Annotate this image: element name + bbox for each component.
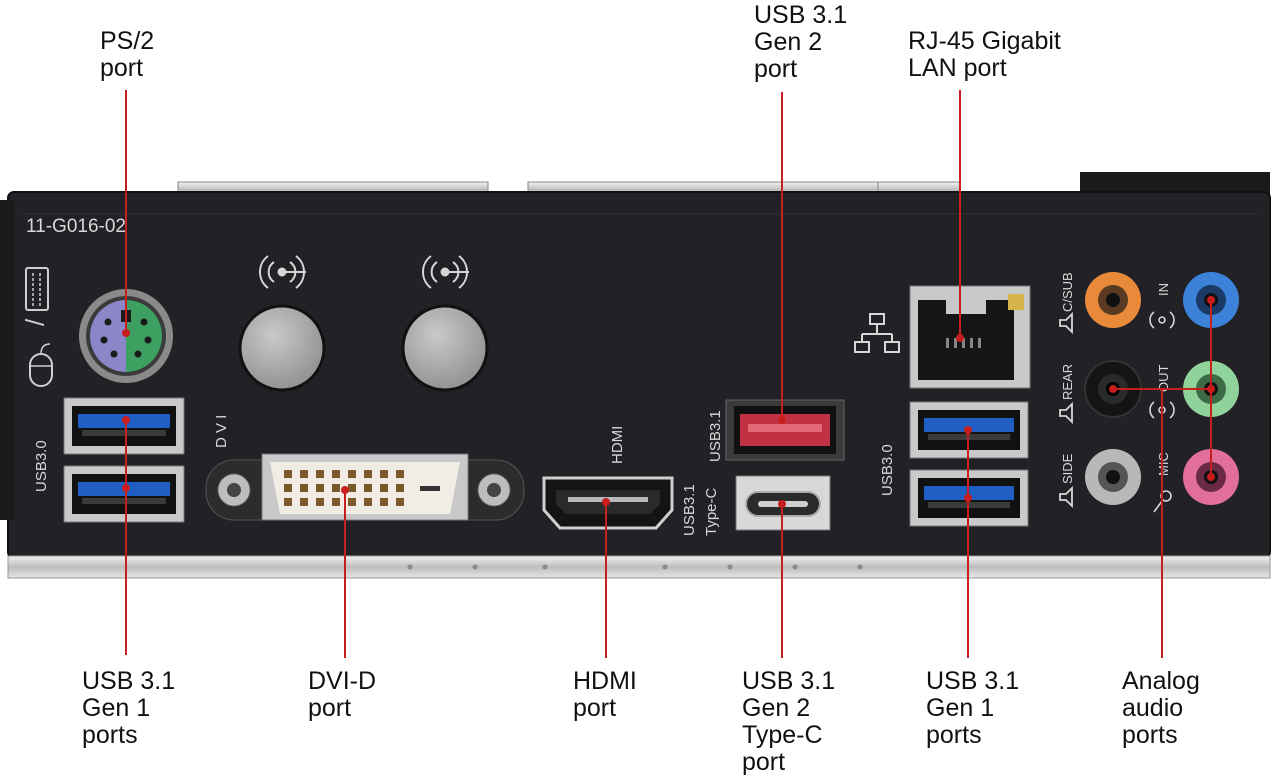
keyboard-icon xyxy=(25,267,49,311)
dvi-pin xyxy=(396,470,404,478)
csub-label: C/SUB xyxy=(1060,272,1075,312)
callout-line: USB 3.1 xyxy=(82,667,176,695)
dvi-pin xyxy=(316,498,324,506)
callout-line: HDMI xyxy=(573,667,637,695)
callout-rj45: RJ-45 Gigabit LAN port xyxy=(908,28,1061,82)
usb31-panel-label: USB3.1 xyxy=(707,410,724,462)
network-icon xyxy=(854,313,900,353)
bottom-rail xyxy=(7,555,1271,579)
antenna-connector-2 xyxy=(401,304,489,392)
typec-panel-label-line2: Type-C xyxy=(703,487,720,536)
dvi-pin xyxy=(332,498,340,506)
callout-usb31-gen2-typec: USB 3.1 Gen 2 Type-C port xyxy=(742,668,835,776)
dvi-pin xyxy=(380,470,388,478)
speaker-icon xyxy=(1059,311,1073,509)
callout-endpoints xyxy=(122,296,1215,508)
rear-label: REAR xyxy=(1060,364,1075,400)
usb30-left-top-port xyxy=(63,397,185,455)
dvi-pin xyxy=(332,484,340,492)
typec-panel-label-line1: USB3.1 xyxy=(681,484,698,536)
rj45-lan-port xyxy=(909,285,1031,389)
dvi-pin xyxy=(364,470,372,478)
callout-line: Gen 1 xyxy=(926,694,995,722)
dvi-pin xyxy=(316,470,324,478)
dvi-d-port xyxy=(205,453,525,521)
audio-jack-csub xyxy=(1085,272,1141,328)
mouse-icon xyxy=(29,343,53,387)
wifi-antenna-icon xyxy=(422,255,469,289)
usb30-left-label: USB3.0 xyxy=(33,440,50,492)
callout-line: Analog xyxy=(1122,667,1200,695)
dvi-pin xyxy=(396,484,404,492)
callout-ps2: PS/2 port xyxy=(100,28,154,82)
usb30-left-bottom-port xyxy=(63,465,185,523)
callout-line: USB 3.1 xyxy=(742,667,836,695)
dvi-pin xyxy=(364,484,372,492)
callout-line: ports xyxy=(82,721,138,749)
callout-line: ports xyxy=(926,721,982,749)
mic-label: MIC xyxy=(1156,452,1171,476)
usb31-gen2-port xyxy=(725,399,845,461)
callout-line: USB 3.1 xyxy=(754,1,848,29)
callout-line: port xyxy=(100,54,144,82)
callout-line: PS/2 xyxy=(100,27,155,55)
antenna-connector-1 xyxy=(238,304,326,392)
callout-line: port xyxy=(742,748,786,776)
dvi-pin xyxy=(300,498,308,506)
side-label: SIDE xyxy=(1060,453,1075,484)
callout-line: DVI-D xyxy=(308,667,377,695)
dvi-pin xyxy=(284,498,292,506)
dvi-pin xyxy=(380,484,388,492)
callout-line: Gen 1 xyxy=(82,694,151,722)
dvi-pin xyxy=(284,484,292,492)
callout-line: Gen 2 xyxy=(742,694,811,722)
callout-line: port xyxy=(754,55,798,83)
callout-line: audio xyxy=(1122,694,1184,722)
part-number: 11-G016-02 xyxy=(26,216,126,237)
dvi-pin xyxy=(284,470,292,478)
callout-line: LAN port xyxy=(908,54,1007,82)
usb30-right-label: USB3.0 xyxy=(879,444,896,496)
callout-line: port xyxy=(308,694,352,722)
callout-line: Gen 2 xyxy=(754,28,823,56)
callout-line: Type-C xyxy=(742,721,823,749)
dvi-pin xyxy=(348,484,356,492)
dvi-label: D V I xyxy=(213,415,230,448)
dvi-pin xyxy=(300,470,308,478)
callout-line: port xyxy=(573,694,617,722)
callout-line: ports xyxy=(1122,721,1178,749)
callout-usb31-gen1-right: USB 3.1 Gen 1 ports xyxy=(926,668,1019,749)
callout-usb31-gen1-left: USB 3.1 Gen 1 ports xyxy=(82,668,175,749)
dvi-pin xyxy=(380,498,388,506)
in-label: IN xyxy=(1156,283,1171,296)
dvi-pin xyxy=(348,470,356,478)
wifi-antenna-icon xyxy=(259,255,306,289)
callout-line: RJ-45 Gigabit xyxy=(908,27,1061,55)
callout-usb31-gen2: USB 3.1 Gen 2 port xyxy=(754,2,847,83)
hdmi-panel-label: HDMI xyxy=(609,426,626,464)
callout-dvid: DVI-D port xyxy=(308,668,376,722)
callout-hdmi: HDMI port xyxy=(573,668,637,722)
callout-analog-audio: Analog audio ports xyxy=(1122,668,1200,749)
dvi-pin xyxy=(348,498,356,506)
dvi-pin xyxy=(396,498,404,506)
audio-jack-side xyxy=(1085,449,1141,505)
slash-separator: / xyxy=(20,318,50,326)
callout-line: USB 3.1 xyxy=(926,667,1020,695)
out-label: OUT xyxy=(1156,365,1171,393)
dvi-pin xyxy=(300,484,308,492)
dvi-pin xyxy=(364,498,372,506)
dvi-pin xyxy=(316,484,324,492)
dvi-pin xyxy=(332,470,340,478)
